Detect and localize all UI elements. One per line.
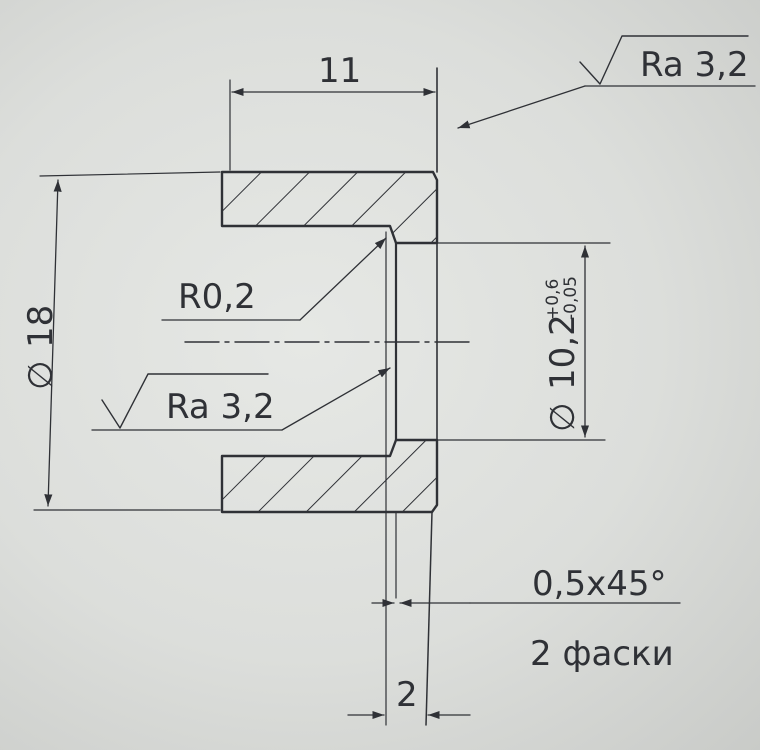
roughness-symbol-top	[579, 35, 749, 85]
outer-diameter-label: 18	[21, 305, 61, 348]
bore-diameter-label: 10,2	[543, 314, 583, 390]
flange-width-label: 2	[396, 675, 418, 715]
length-dimension-label: 11	[318, 51, 361, 91]
bore-tolerance-lower: -0,05	[561, 276, 581, 320]
roughness-symbol-bore	[101, 373, 269, 429]
bore-tolerance-upper: +0,6	[543, 279, 563, 320]
radius-label: R0,2	[178, 277, 256, 317]
extension-line	[39, 171, 221, 177]
roughness-leader-bore	[281, 367, 391, 431]
upper-section	[220, 170, 439, 245]
dimension-line-outer-diameter	[44, 179, 62, 507]
chamfer-size-label: 0,5x45°	[532, 564, 666, 604]
diameter-symbol-outer: ∅	[21, 360, 61, 390]
roughness-label-top: Ra 3,2	[640, 45, 749, 85]
roughness-label-bore: Ra 3,2	[166, 387, 275, 427]
radius-leader	[299, 237, 387, 321]
chamfer-count-label: 2 фаски	[530, 634, 674, 674]
lower-section	[220, 438, 439, 514]
diameter-symbol-bore: ∅	[543, 402, 583, 432]
extension-line	[425, 511, 433, 726]
roughness-leader-top	[457, 85, 586, 129]
